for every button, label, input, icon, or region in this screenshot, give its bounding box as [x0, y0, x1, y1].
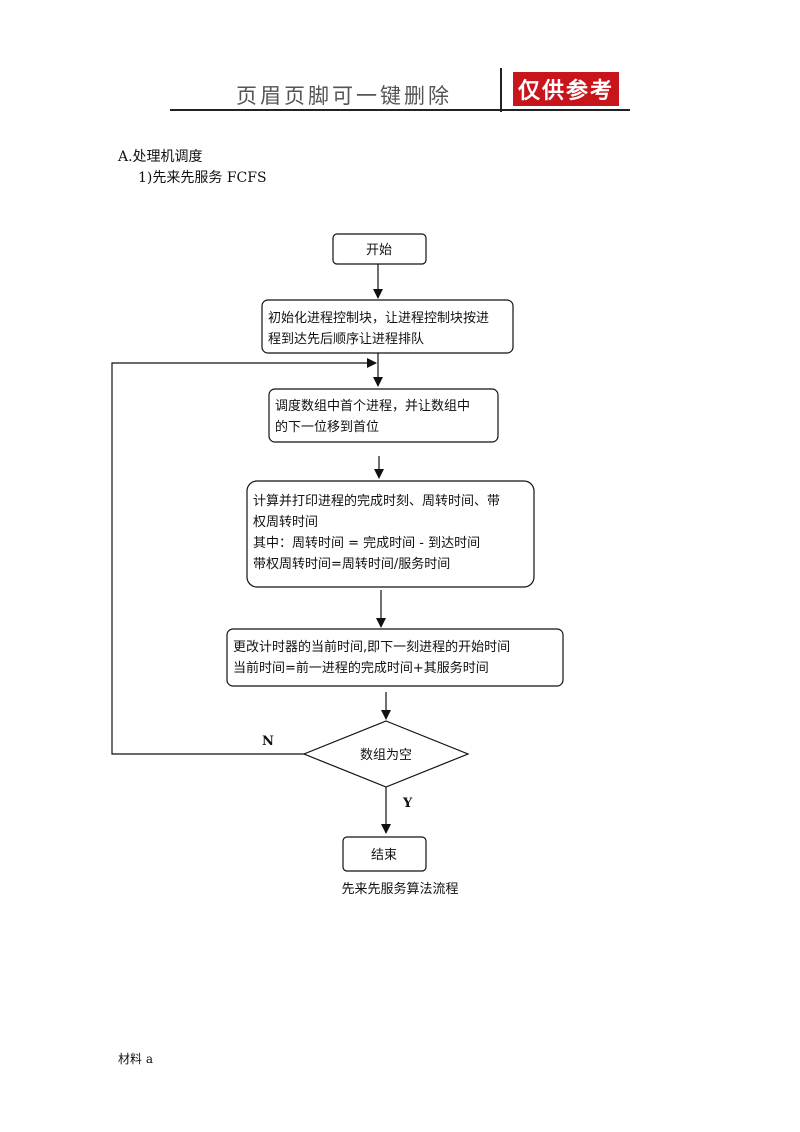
- decision-label: 数组为空: [360, 748, 412, 763]
- update-text-1: 更改计时器的当前时间,即下一刻进程的开始时间: [233, 639, 510, 655]
- calc-text-1: 计算并打印进程的完成时刻、周转时间、带: [253, 493, 500, 509]
- flowchart-caption: 先来先服务算法流程: [341, 881, 458, 897]
- reference-stamp: 仅供参考: [513, 72, 619, 106]
- yes-label: Y: [402, 796, 413, 811]
- section-title: A.处理机调度: [118, 149, 203, 165]
- no-label: N: [262, 734, 274, 749]
- header-rule: [170, 109, 630, 111]
- header-divider-vertical: [500, 68, 502, 112]
- calc-box: [246, 480, 535, 588]
- start-box: [332, 233, 427, 265]
- init-text-1: 初始化进程控制块，让进程控制块按进: [268, 311, 489, 326]
- loop-back-arrow: [111, 358, 377, 755]
- dispatch-text-1: 调度数组中首个进程，并让数组中: [275, 398, 470, 414]
- update-text-2: 当前时间=前一进程的完成时间+其服务时间: [233, 660, 489, 676]
- footer-text: 材料 a: [118, 1052, 153, 1066]
- dispatch-box: [268, 388, 499, 443]
- dispatch-text-2: 的下一位移到首位: [275, 419, 379, 435]
- calc-text-2: 权周转时间: [253, 514, 318, 530]
- header-text: 页眉页脚可一键删除: [236, 84, 452, 108]
- init-text-2: 程到达先后顺序让进程排队: [268, 332, 424, 347]
- end-box: [342, 836, 427, 872]
- update-box: [226, 628, 564, 687]
- end-label: 结束: [371, 848, 397, 863]
- calc-text-3: 其中：周转时间 = 完成时间 - 到达时间: [253, 536, 480, 551]
- start-label: 开始: [366, 243, 392, 258]
- init-box: [261, 299, 514, 354]
- section-subtitle: 1)先来先服务 FCFS: [138, 170, 267, 186]
- calc-text-4: 带权周转时间=周转时间/服务时间: [253, 556, 450, 572]
